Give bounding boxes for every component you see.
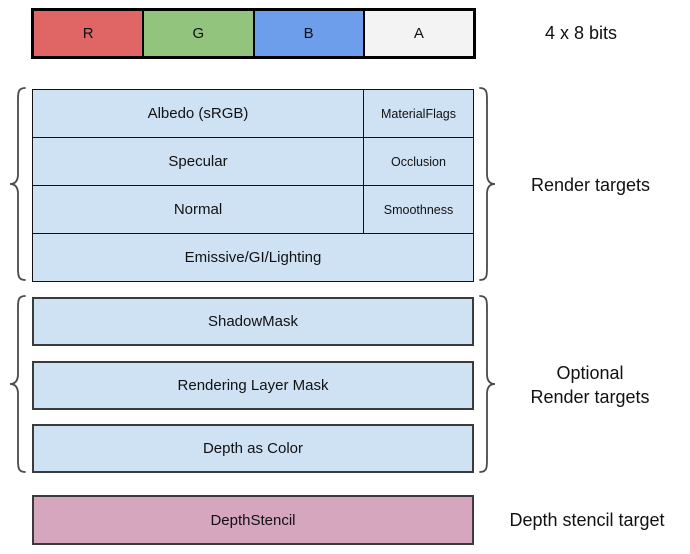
- render-targets-label: Render targets: [503, 89, 678, 282]
- optional-label-line1: Optional: [556, 362, 624, 383]
- bit-size-label: 4 x 8 bits: [545, 23, 618, 43]
- bit-cell-r: R: [34, 11, 143, 56]
- box-rendering-layer-mask: Rendering Layer Mask: [32, 361, 474, 410]
- depth-stencil-label-text: Depth stencil target: [509, 509, 665, 530]
- right-brace-optional-targets: [477, 294, 501, 474]
- depth-stencil-target-label: Depth stencil target: [492, 495, 682, 545]
- optional-render-targets-label: Optional Render targets: [500, 297, 680, 473]
- table-row: Albedo (sRGB) MaterialFlags: [33, 90, 473, 137]
- cell-materialflags: MaterialFlags: [363, 90, 473, 137]
- box-shadowmask: ShadowMask: [32, 297, 474, 346]
- left-brace-optional-targets: [4, 294, 28, 474]
- right-brace-render-targets: [477, 86, 501, 282]
- cell-normal: Normal: [173, 201, 223, 218]
- bit-cell-b: B: [252, 11, 363, 56]
- cell-smoothness: Smoothness: [363, 186, 473, 233]
- cell-emissive: Emissive/GI/Lighting: [184, 249, 322, 266]
- cell-occlusion: Occlusion: [363, 138, 473, 185]
- rgba-bit-bar: R G B A: [31, 8, 476, 59]
- render-targets-label-text: Render targets: [530, 175, 651, 196]
- box-depthstencil: DepthStencil: [32, 495, 474, 545]
- render-targets-table: Albedo (sRGB) MaterialFlags Specular Occ…: [32, 89, 474, 282]
- bit-cell-a: A: [362, 11, 473, 56]
- table-row: Normal Smoothness: [33, 185, 473, 233]
- bit-cell-g: G: [142, 11, 253, 56]
- cell-albedo: Albedo (sRGB): [147, 105, 249, 122]
- left-brace-render-targets: [4, 86, 28, 282]
- table-row: Emissive/GI/Lighting: [33, 233, 473, 281]
- box-depth-as-color: Depth as Color: [32, 424, 474, 473]
- table-row: Specular Occlusion: [33, 137, 473, 185]
- optional-label-line2: Render targets: [530, 387, 650, 407]
- cell-specular: Specular: [168, 153, 228, 170]
